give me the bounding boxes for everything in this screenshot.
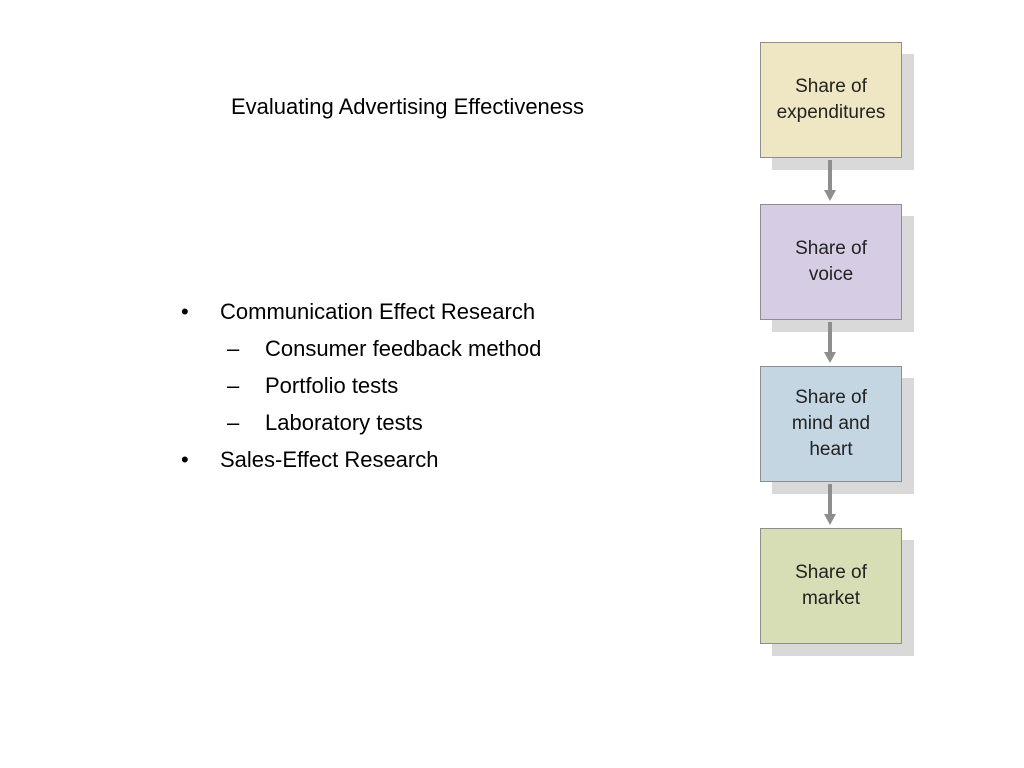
flow-box-line: Share of	[795, 238, 867, 259]
arrow-shaft	[828, 484, 832, 514]
bullet-text: Communication Effect Research	[220, 299, 536, 324]
bullet-item-portfolio-tests: – Portfolio tests	[180, 370, 541, 407]
arrow-down-icon	[824, 514, 836, 525]
flow-box-line: Share of	[795, 76, 867, 97]
bullet-marker: –	[227, 336, 240, 361]
flow-box-market: Share of market	[760, 528, 902, 644]
bullet-text: Portfolio tests	[265, 373, 399, 398]
flow-box-line: voice	[808, 264, 854, 285]
flow-box-expenditures: Share of expenditures	[760, 42, 902, 158]
arrow-down-icon	[824, 190, 836, 201]
bullet-item-communication-effect: • Communication Effect Research	[180, 296, 541, 333]
flow-box-line: Share of	[795, 562, 867, 583]
bullet-marker: •	[181, 447, 189, 472]
bullet-item-sales-effect: • Sales-Effect Research	[180, 444, 541, 481]
flow-box-line: mind and	[791, 413, 871, 434]
flow-box-line: Share of	[795, 387, 867, 408]
bullet-marker: –	[227, 373, 240, 398]
flow-box-line: heart	[809, 439, 853, 460]
arrow-down-icon	[824, 352, 836, 363]
flow-box-voice: Share of voice	[760, 204, 902, 320]
arrow-shaft	[828, 322, 832, 352]
bullet-text: Laboratory tests	[265, 410, 423, 435]
flow-box-line: expenditures	[776, 102, 886, 123]
bullet-item-consumer-feedback: – Consumer feedback method	[180, 333, 541, 370]
slide-title: Evaluating Advertising Effectiveness	[231, 94, 585, 119]
bullet-marker: •	[181, 299, 189, 324]
bullet-marker: –	[227, 410, 240, 435]
flow-box-mind-and-heart: Share of mind and heart	[760, 366, 902, 482]
arrow-shaft	[828, 160, 832, 190]
bullet-text: Sales-Effect Research	[220, 447, 439, 472]
bullet-list: • Communication Effect Research – Consum…	[180, 296, 541, 481]
bullet-text: Consumer feedback method	[265, 336, 542, 361]
flow-box-line: market	[801, 588, 861, 609]
bullet-item-laboratory-tests: – Laboratory tests	[180, 407, 541, 444]
